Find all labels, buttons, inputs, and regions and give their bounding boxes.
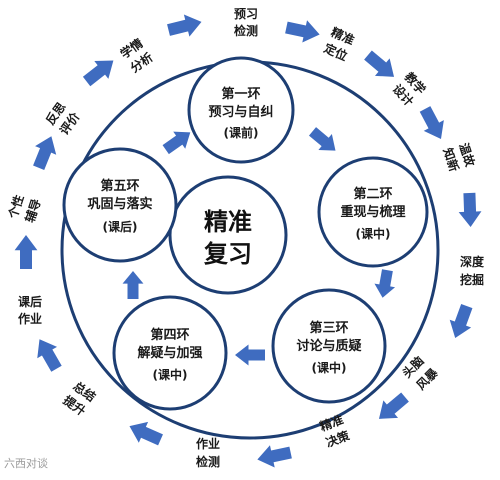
- outer-step-5-line1: 深度: [460, 254, 485, 269]
- outer-step-5: 深度 挖掘: [460, 254, 485, 287]
- stage-1-phase: (课前): [224, 125, 259, 140]
- outer-step-4: 温故 知新: [440, 141, 478, 173]
- stage-5-name: 第五环: [100, 178, 139, 194]
- center-node: 精准 复习: [168, 175, 288, 295]
- outer-step-11: 个性 辅导: [5, 193, 44, 224]
- outer-step-11-line2: 辅导: [22, 197, 44, 224]
- outer-arrow-12: [82, 60, 114, 87]
- outer-arrow-10: [14, 235, 38, 269]
- outer-flow-arrows: [14, 14, 482, 468]
- outer-arrow-1: [285, 20, 320, 43]
- outer-arrow-6: [378, 392, 409, 419]
- stage-4-phase: (课中): [153, 367, 188, 382]
- stage-node-3: 第三环 讨论与质疑 (课中): [271, 288, 387, 404]
- outer-step-3: 教学 设计: [390, 68, 429, 109]
- stage-3-phase: (课中): [312, 360, 347, 375]
- stage-5-phase: (课后): [103, 219, 138, 234]
- outer-arrow-4: [458, 192, 482, 227]
- outer-step-8: 作业 检测: [196, 436, 220, 469]
- stage-node-4: 第四环 解疑与加强 (课中): [112, 295, 228, 411]
- outer-arrow-5: [449, 303, 473, 338]
- outer-arrow-8: [129, 421, 163, 446]
- outer-step-4-line2: 知新: [440, 145, 462, 173]
- inner-arrow-1-to-2: [308, 127, 336, 151]
- stage-5-title: 巩固与落实: [87, 196, 152, 212]
- center-label-line2: 复习: [203, 240, 252, 268]
- outer-arrow-9: [37, 339, 62, 372]
- outer-step-9: 总结 提升: [61, 378, 99, 418]
- outer-step-1-line2: 检测: [234, 23, 258, 38]
- outer-arrow-3: [419, 106, 444, 140]
- watermark: 六西对谈: [4, 457, 48, 470]
- outer-step-11-line1: 个性: [5, 193, 27, 221]
- outer-arrow-2: [364, 50, 395, 77]
- stage-4-title: 解疑与加强: [136, 345, 202, 361]
- outer-step-10-line1: 课后: [18, 294, 42, 309]
- inner-arrow-3-to-4: [235, 344, 265, 366]
- outer-step-1-line1: 预习: [234, 7, 258, 21]
- outer-arrow-13: [167, 14, 202, 37]
- inner-arrow-5-to-1: [162, 131, 191, 155]
- stage-2-phase: (课中): [356, 226, 391, 241]
- stage-3-name: 第三环: [309, 320, 348, 336]
- stage-node-5: 第五环 巩固与落实 (课后): [62, 147, 178, 263]
- outer-arrow-11: [33, 136, 57, 171]
- stage-4-name: 第四环: [150, 327, 189, 343]
- inner-arrow-4-to-5: [122, 271, 144, 299]
- outer-step-1: 预习 检测: [234, 7, 258, 38]
- stage-node-1: 第一环 预习与自纠 (课前): [187, 56, 295, 164]
- outer-step-5-line2: 挖掘: [460, 272, 484, 287]
- outer-step-2: 精准 定位: [322, 24, 357, 63]
- outer-step-8-line1: 作业: [196, 436, 220, 451]
- stage-node-2: 第二环 重现与梳理 (课中): [317, 156, 429, 268]
- stage-2-title: 重现与梳理: [340, 204, 405, 220]
- center-label-line1: 精准: [204, 208, 252, 236]
- outer-step-4-line1: 温故: [456, 141, 478, 169]
- outer-step-8-line2: 检测: [196, 454, 220, 469]
- stage-3-title: 讨论与质疑: [296, 338, 361, 354]
- outer-step-13: 学情 分析: [117, 35, 155, 75]
- stage-1-name: 第一环: [221, 86, 260, 102]
- outer-step-10-line2: 作业: [18, 311, 42, 326]
- inner-flow-arrows: [122, 127, 396, 366]
- stage-2-name: 第二环: [353, 186, 392, 202]
- inner-arrow-2-to-3: [374, 269, 396, 298]
- outer-step-12: 反思 评价: [42, 99, 83, 137]
- outer-step-6: 头脑 风暴: [399, 353, 441, 393]
- outer-arrow-7: [257, 445, 292, 468]
- stage-1-title: 预习与自纠: [208, 104, 273, 120]
- outer-step-10: 课后 作业: [18, 294, 42, 326]
